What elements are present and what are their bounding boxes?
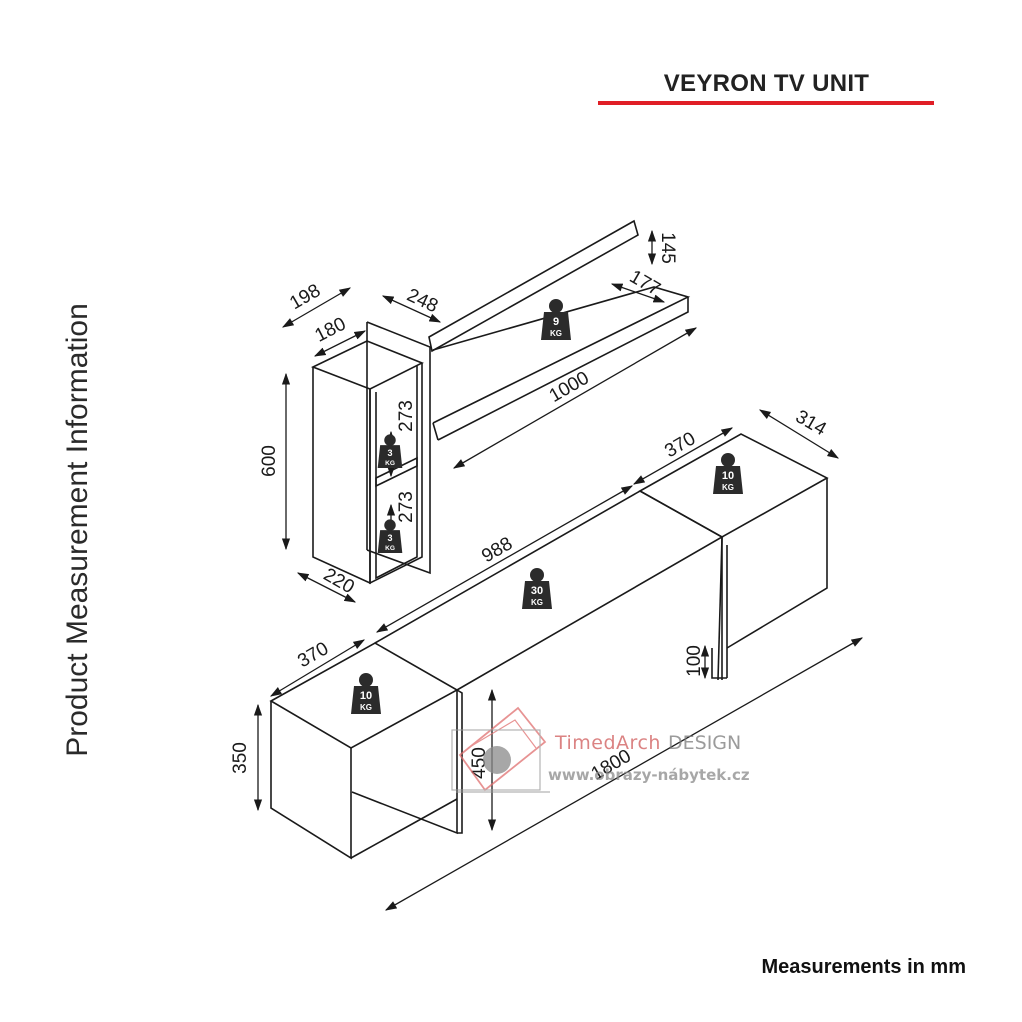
measurements-note: Measurements in mm	[761, 956, 966, 978]
watermark-brand-a: TimedArch	[554, 732, 661, 754]
weight-shelf-value: 9	[553, 316, 559, 328]
weight-badge-cabinet-lower: 3 KG	[377, 519, 403, 554]
dim-right-box-width: 370	[661, 428, 699, 462]
weight-right-box-unit: KG	[722, 483, 734, 492]
watermark: TimedArch DESIGN www.obrazy-nábytek.cz	[451, 706, 750, 793]
dim-left-box-height: 350	[230, 742, 251, 774]
dim-shelf-height: 145	[657, 232, 678, 264]
weight-shelf-unit: KG	[550, 329, 562, 338]
dim-left-box-width: 370	[294, 638, 332, 672]
dim-leg-height: 100	[684, 645, 705, 677]
weight-badge-shelf: 9 KG	[541, 299, 571, 340]
weight-middle-unit: KG	[531, 598, 543, 607]
dim-cabinet-height: 600	[259, 445, 280, 477]
watermark-brand-b: DESIGN	[668, 732, 741, 754]
dim-unit-depth: 314	[792, 406, 830, 440]
dim-shelf-depth: 177	[626, 266, 664, 300]
weight-right-box-value: 10	[722, 470, 734, 482]
dim-cabinet-lower: 273	[396, 491, 417, 523]
weight-cabinet-lower-unit: KG	[385, 545, 395, 552]
title-underline	[598, 101, 934, 105]
weight-badge-left-box: 10 KG	[351, 673, 381, 714]
dim-middle-length: 988	[478, 533, 516, 567]
dim-cabinet-upper: 273	[396, 400, 417, 432]
dimension-lines	[253, 229, 864, 911]
weight-cabinet-upper-value: 3	[387, 448, 392, 458]
dim-cabinet-top-width: 198	[286, 280, 324, 314]
dimension-labels: 145 177 1000 248 198 180 600 273 273 220…	[230, 232, 830, 785]
weight-badge-right-box: 10 KG	[713, 453, 743, 494]
weight-cabinet-upper-unit: KG	[385, 460, 395, 467]
page-title: VEYRON TV UNIT	[663, 70, 870, 97]
weight-middle-value: 30	[531, 585, 543, 597]
weight-badge-middle: 30 KG	[522, 568, 552, 609]
weight-cabinet-lower-value: 3	[387, 533, 392, 543]
wall-cabinet	[310, 321, 431, 585]
weight-left-box-value: 10	[360, 690, 372, 702]
watermark-url: www.obrazy-nábytek.cz	[548, 766, 750, 784]
weight-left-box-unit: KG	[360, 703, 372, 712]
dim-cabinet-depth: 220	[320, 564, 358, 598]
dim-shelf-offset: 248	[404, 285, 442, 317]
weight-badge-cabinet-upper: 3 KG	[377, 434, 403, 469]
